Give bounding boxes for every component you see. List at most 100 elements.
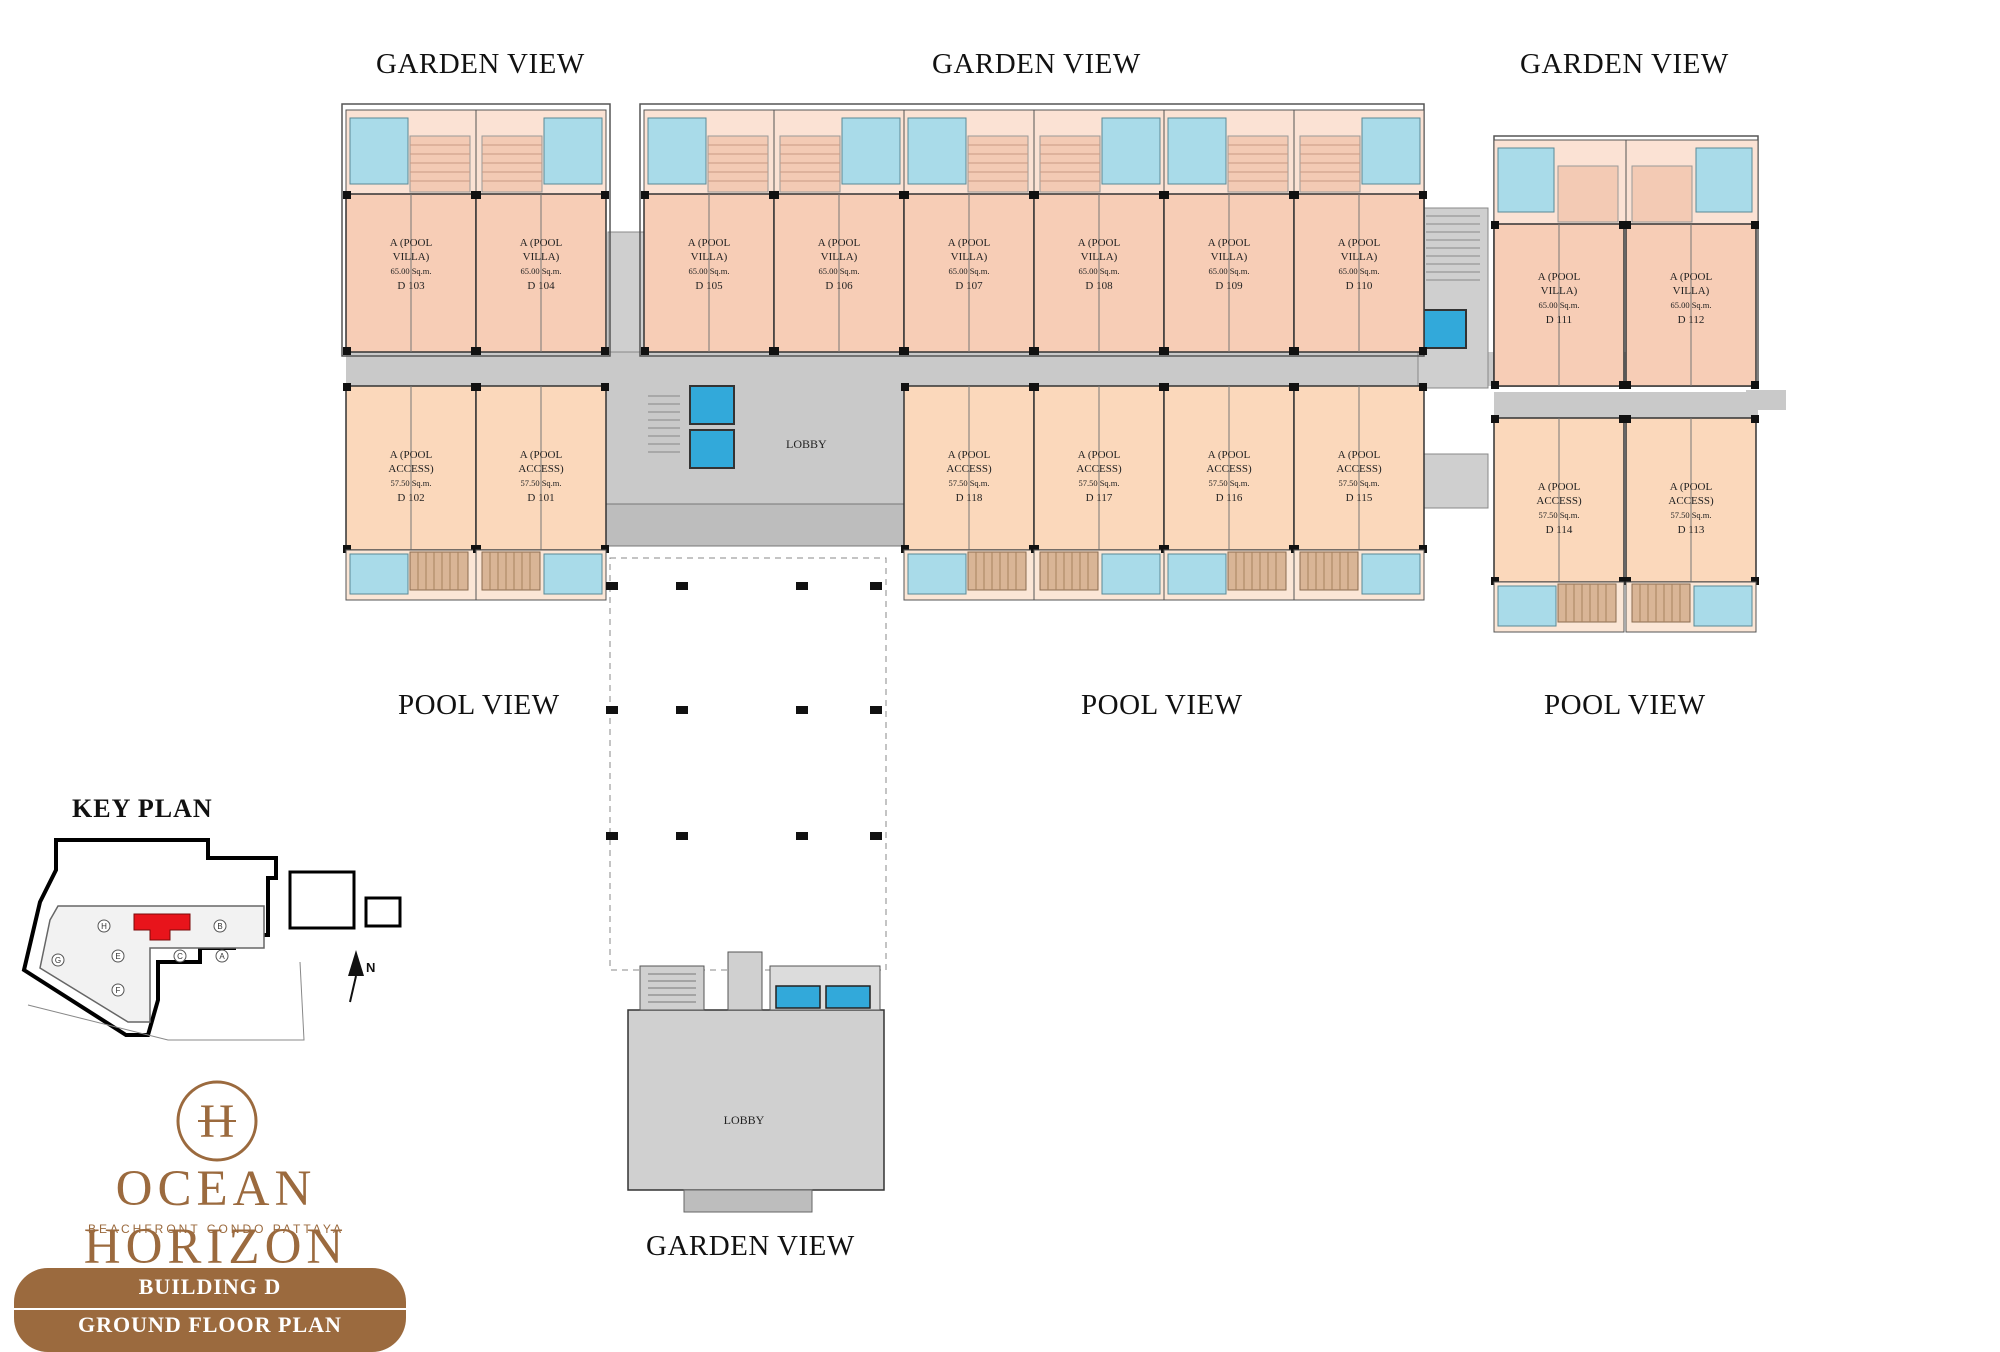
private-pool bbox=[647, 117, 707, 185]
column bbox=[1751, 381, 1759, 389]
unit-label-line: A (POOL bbox=[1670, 271, 1713, 283]
unit-label-line: A (POOL bbox=[1078, 237, 1121, 249]
unit-label-line: D 104 bbox=[527, 280, 555, 292]
view-label-garden-top-right: GARDEN VIEW bbox=[1520, 48, 1729, 80]
view-label-garden-top-center: GARDEN VIEW bbox=[932, 48, 1141, 80]
unit-label-line: D 116 bbox=[1216, 492, 1243, 504]
entrance-service-core bbox=[727, 951, 763, 1011]
deck bbox=[1299, 551, 1359, 591]
key-plan-building-letter: C bbox=[177, 952, 183, 961]
unit-label-line: 65.00 Sq.m. bbox=[1078, 266, 1119, 276]
key-plan-building-marker bbox=[111, 983, 125, 997]
deck bbox=[1631, 165, 1693, 223]
entrance-lobby-hall bbox=[627, 1009, 885, 1191]
deck bbox=[481, 135, 543, 193]
key-plan-building-marker bbox=[213, 919, 227, 933]
unit-label-line: ACCESS) bbox=[1536, 495, 1582, 507]
private-pool bbox=[1497, 147, 1555, 213]
column bbox=[901, 191, 909, 199]
unit-label-line: VILLA) bbox=[951, 251, 988, 263]
view-label-pool-right: POOL VIEW bbox=[1544, 689, 1706, 721]
unit-label-line: 65.00 Sq.m. bbox=[1338, 266, 1379, 276]
unit-label-line: 65.00 Sq.m. bbox=[1670, 300, 1711, 310]
key-plan-title: KEY PLAN bbox=[72, 794, 213, 823]
private-pool bbox=[1101, 553, 1161, 595]
unit-label-line: A (POOL bbox=[520, 237, 563, 249]
column bbox=[771, 347, 779, 355]
badge-divider bbox=[14, 1308, 406, 1310]
private-pool bbox=[1101, 117, 1161, 185]
east-stair-core bbox=[1417, 207, 1489, 389]
unit-label-line: 65.00 Sq.m. bbox=[390, 266, 431, 276]
unit-label-line: VILLA) bbox=[1341, 251, 1378, 263]
unit-label-line: A (POOL bbox=[948, 449, 991, 461]
deck bbox=[707, 135, 769, 193]
unit-label-line: ACCESS) bbox=[1076, 463, 1122, 475]
deck bbox=[481, 551, 541, 591]
unit-label-line: 57.50 Sq.m. bbox=[1208, 478, 1249, 488]
column bbox=[641, 191, 649, 199]
canopy-column bbox=[676, 582, 688, 590]
unit-label-line: D 112 bbox=[1678, 314, 1705, 326]
brand-tagline: BEACHFRONT CONDO PATTAYA bbox=[87, 1222, 344, 1236]
unit-label-line: ACCESS) bbox=[1336, 463, 1382, 475]
north-arrow-icon bbox=[348, 950, 364, 976]
private-pool bbox=[543, 117, 603, 185]
key-plan-buildings bbox=[39, 905, 265, 1023]
unit-label-line: 65.00 Sq.m. bbox=[1208, 266, 1249, 276]
private-pool bbox=[1695, 147, 1753, 213]
deck bbox=[409, 135, 471, 193]
column bbox=[601, 545, 609, 553]
key-plan-building-letter: H bbox=[101, 922, 107, 931]
lobby-terrace bbox=[603, 503, 905, 547]
unit-label-line: D 110 bbox=[1346, 280, 1373, 292]
column bbox=[473, 545, 481, 553]
central-lobby-block bbox=[604, 386, 904, 506]
key-plan-building-letter: G bbox=[55, 956, 61, 965]
unit-label-line: A (POOL bbox=[1538, 481, 1581, 493]
badge-building-label: BUILDING D bbox=[138, 1274, 282, 1299]
key-plan-annex bbox=[288, 870, 356, 930]
canopy-column bbox=[796, 582, 808, 590]
unit-label-line: A (POOL bbox=[520, 449, 563, 461]
column bbox=[1491, 381, 1499, 389]
unit-label-line: ACCESS) bbox=[946, 463, 992, 475]
key-plan-building-marker bbox=[215, 949, 229, 963]
unit-label-line: D 107 bbox=[955, 280, 983, 292]
entrance-steps bbox=[683, 1189, 813, 1213]
deck bbox=[1039, 551, 1099, 591]
unit-label-line: A (POOL bbox=[1078, 449, 1121, 461]
unit-label-line: VILLA) bbox=[821, 251, 858, 263]
unit-label-line: VILLA) bbox=[691, 251, 728, 263]
unit-label-line: 65.00 Sq.m. bbox=[818, 266, 859, 276]
key-plan-building-marker bbox=[97, 919, 111, 933]
canopy-column bbox=[870, 832, 882, 840]
building-floor-badge: BUILDING D GROUND FLOOR PLAN bbox=[14, 1268, 406, 1352]
column bbox=[1419, 383, 1427, 391]
unit-label-line: D 105 bbox=[695, 280, 723, 292]
lift-shaft bbox=[775, 985, 821, 1009]
unit-label-line: 57.50 Sq.m. bbox=[948, 478, 989, 488]
column bbox=[1623, 415, 1631, 423]
deck bbox=[1557, 583, 1617, 623]
column bbox=[343, 191, 351, 199]
private-pool bbox=[1167, 117, 1227, 185]
key-plan-boundary-line bbox=[27, 961, 305, 1041]
column bbox=[1623, 381, 1631, 389]
column bbox=[1161, 347, 1169, 355]
lift-shaft bbox=[1421, 309, 1467, 349]
deck bbox=[779, 135, 841, 193]
unit-label-line: ACCESS) bbox=[388, 463, 434, 475]
unit-label-line: VILLA) bbox=[1673, 285, 1710, 297]
private-pool bbox=[1361, 117, 1421, 185]
deck bbox=[1227, 135, 1289, 193]
column bbox=[343, 347, 351, 355]
